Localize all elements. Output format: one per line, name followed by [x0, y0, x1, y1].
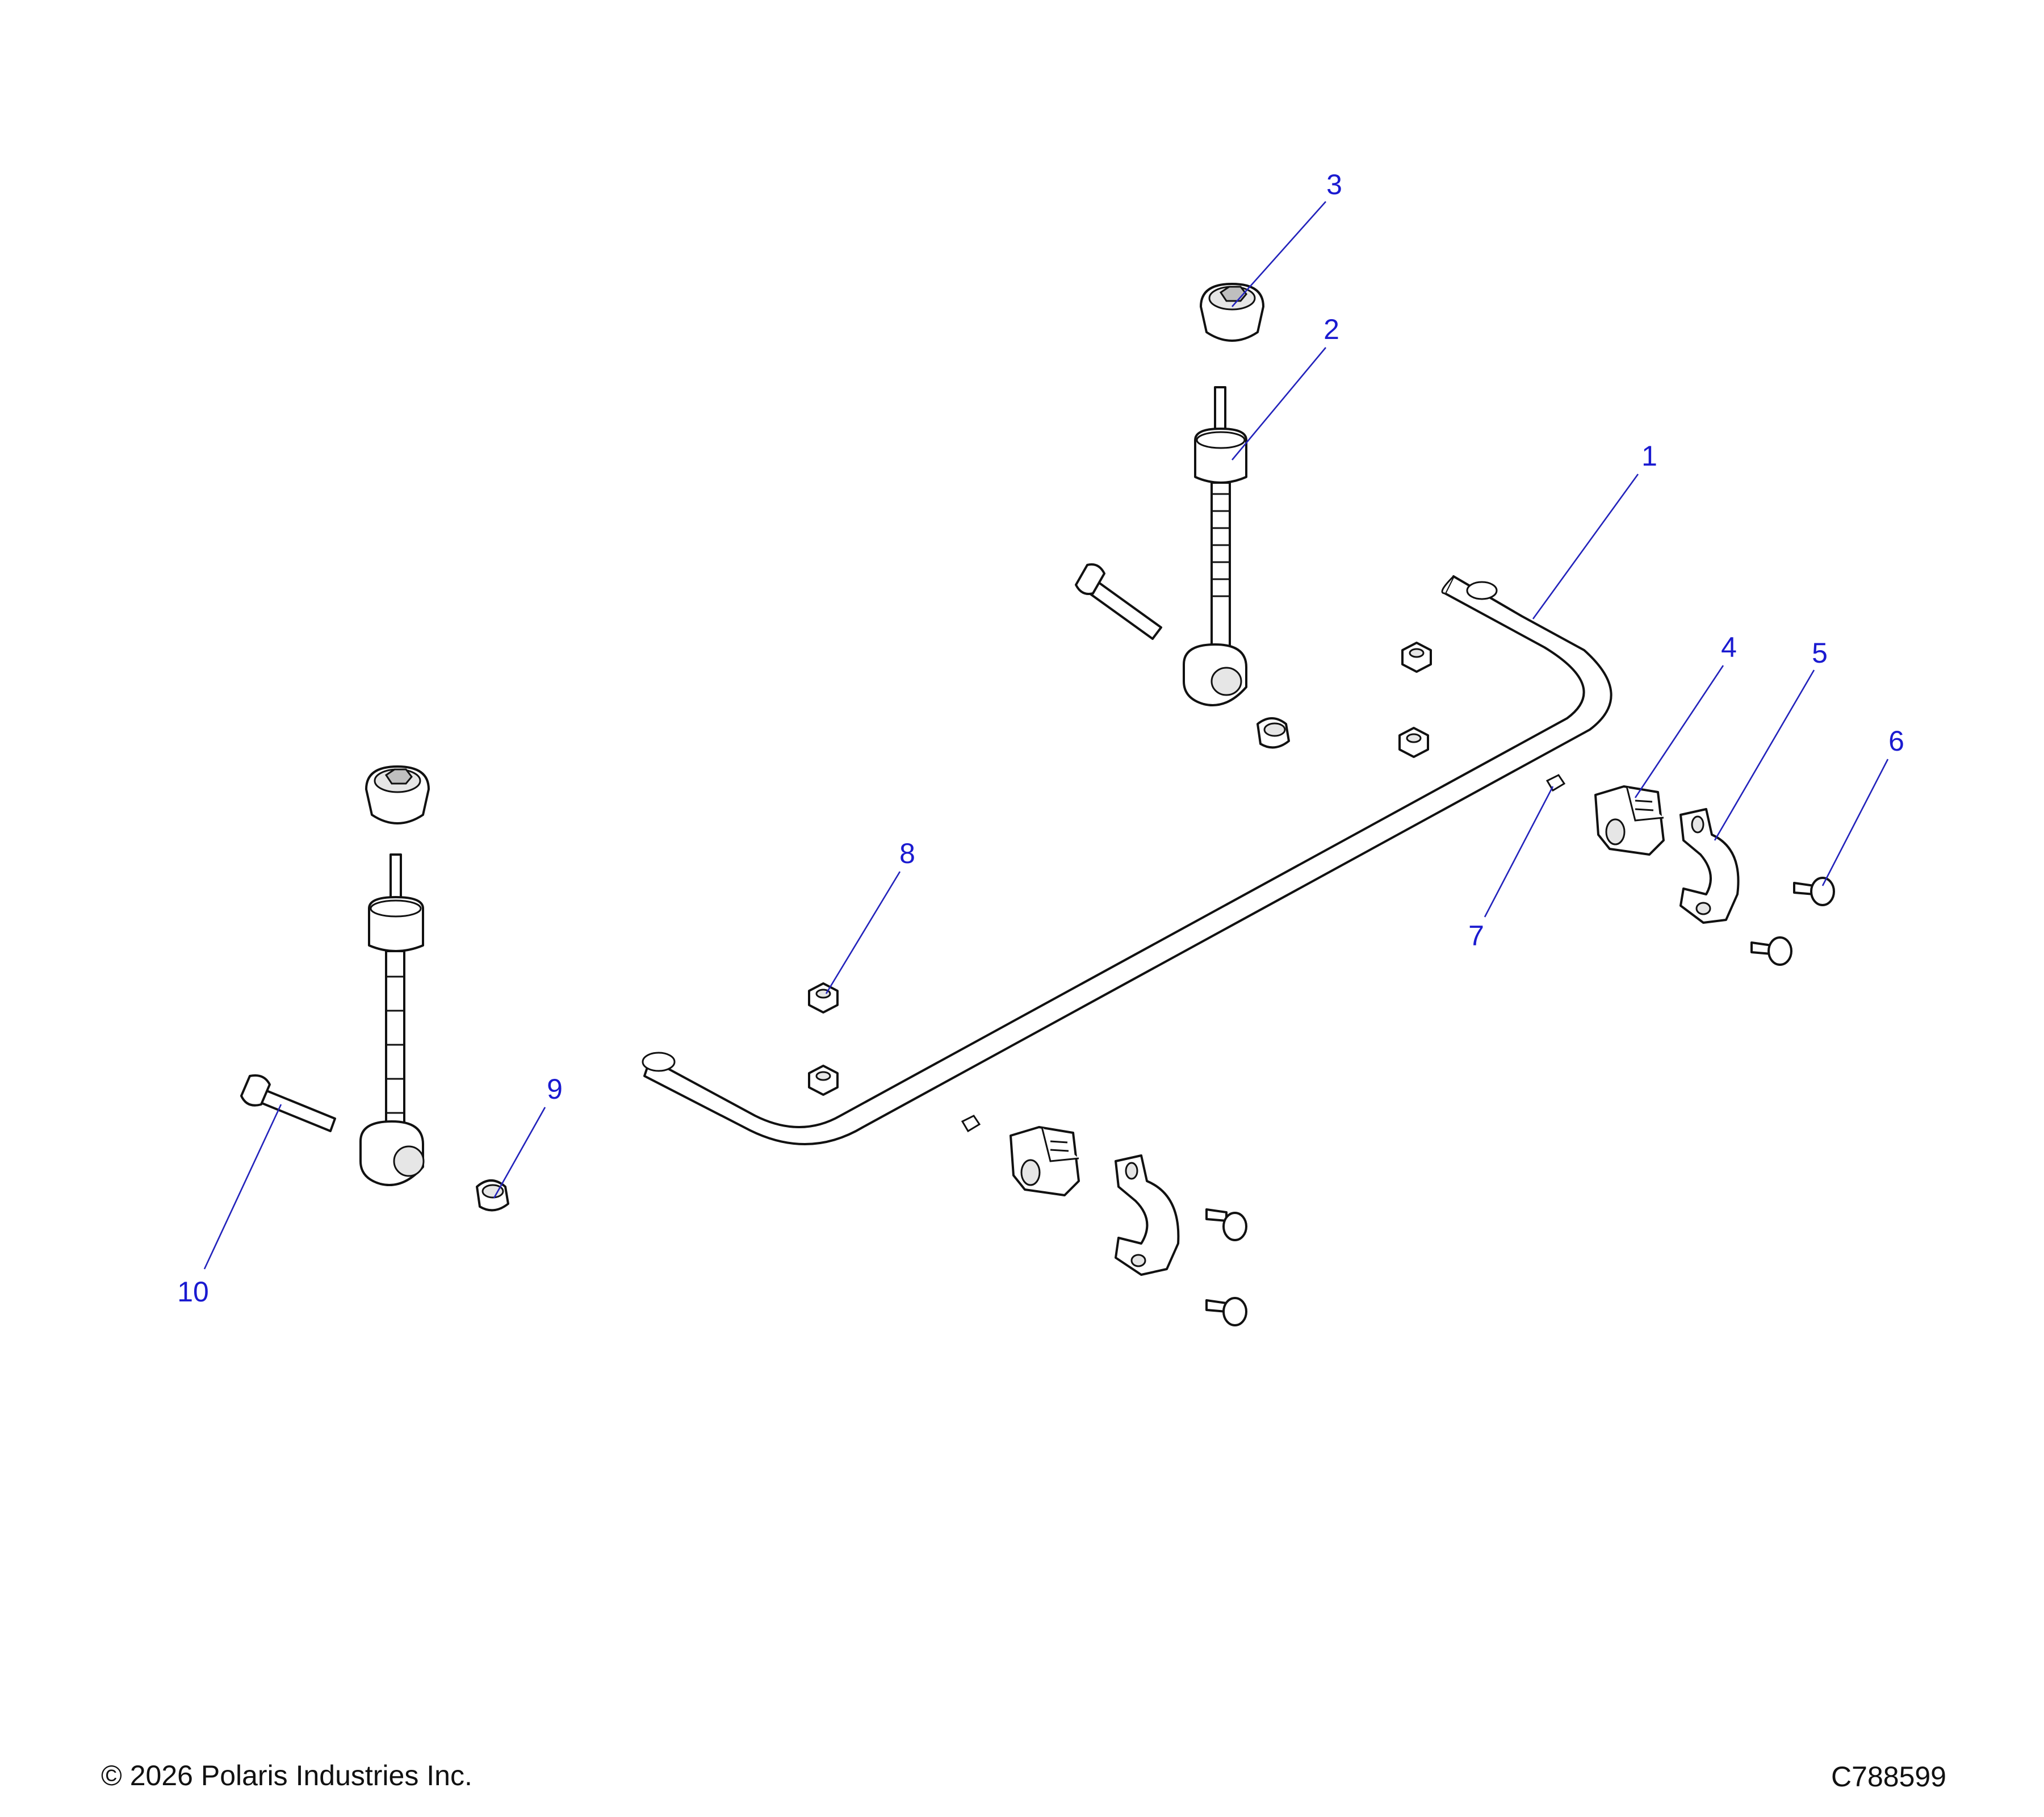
- callout-7: 7: [1468, 920, 1484, 952]
- clamp-bolt-left-lower: [1205, 1297, 1247, 1326]
- left-link-nut-cap: [365, 765, 430, 824]
- callout-2: 2: [1323, 313, 1339, 345]
- right-link-nut-cap: [1200, 283, 1264, 342]
- bushing-left: [1010, 1126, 1080, 1196]
- left-link-lock-nut: [476, 1179, 509, 1212]
- callout-4: 4: [1721, 631, 1737, 663]
- callout-labels: 1 2 3 4 5 6 7 8 9 10: [177, 169, 1904, 1308]
- clamp-bolt-right-lower: [1750, 936, 1792, 966]
- callout-1: 1: [1641, 440, 1657, 472]
- callout-3: 3: [1326, 169, 1342, 200]
- leader-5: [1714, 669, 1815, 841]
- right-link-bolt: [1075, 563, 1162, 640]
- leader-10: [203, 1104, 282, 1270]
- grease-fitting-left: [961, 1115, 981, 1133]
- leader-9: [493, 1107, 546, 1199]
- grease-fitting-right: [1545, 774, 1566, 792]
- callout-8: 8: [899, 838, 915, 869]
- bracket-clamp-left: [1115, 1154, 1180, 1276]
- callout-10: 10: [177, 1276, 209, 1308]
- stabilizer-bar: [642, 575, 1612, 1145]
- bracket-clamp-right: [1679, 808, 1740, 924]
- copyright-notice: © 2026 Polaris Industries Inc.: [101, 1760, 472, 1791]
- leader-1: [1532, 474, 1639, 619]
- leader-4: [1634, 665, 1724, 798]
- bushing-right: [1594, 785, 1665, 856]
- leader-7: [1484, 786, 1554, 918]
- drawing-number: C788599: [1831, 1761, 1946, 1793]
- right-stabilizer-link: [1183, 386, 1247, 706]
- left-link-bolt: [240, 1074, 336, 1132]
- flange-nut-lower-left: [808, 1065, 839, 1096]
- leader-6: [1821, 759, 1889, 886]
- clamp-bolt-left-upper: [1205, 1208, 1247, 1241]
- flange-nut-upper-left: [808, 982, 839, 1014]
- callout-9: 9: [547, 1073, 563, 1105]
- left-stabilizer-link: [359, 853, 425, 1186]
- callout-5: 5: [1812, 637, 1828, 669]
- flange-nut-upper-right: [1401, 642, 1432, 673]
- leader-3: [1232, 201, 1326, 307]
- right-link-lock-nut: [1256, 717, 1290, 749]
- flange-nut-lower-right: [1398, 727, 1429, 758]
- leader-8: [825, 871, 901, 994]
- callout-leaders: [203, 201, 1889, 1270]
- leader-2: [1232, 347, 1326, 460]
- clamp-bolt-right-upper: [1793, 877, 1835, 906]
- callout-6: 6: [1888, 725, 1904, 757]
